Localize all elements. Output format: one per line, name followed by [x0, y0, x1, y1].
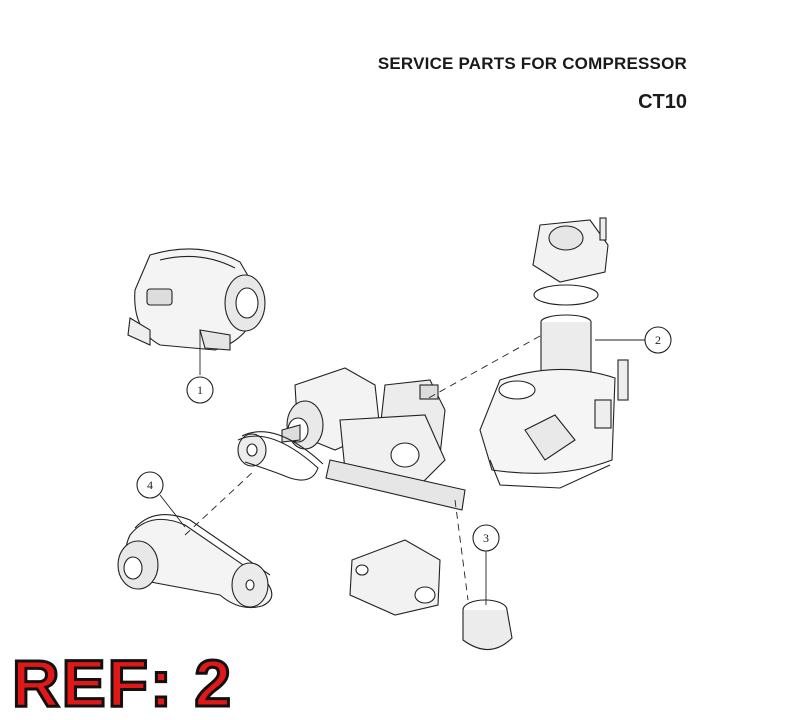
page-title: SERVICE PARTS FOR COMPRESSOR: [377, 54, 687, 73]
oil-filter-drawing: [349, 539, 513, 651]
air-filter-drawing: [127, 248, 266, 351]
callout-1: 1: [186, 376, 214, 404]
callout-4: 4: [136, 471, 164, 499]
model-name: CT10: [638, 91, 687, 113]
callout-3: 3: [472, 524, 500, 552]
svg-text:2: 2: [655, 333, 661, 347]
compressor-assembly-drawing: [281, 367, 466, 511]
svg-text:4: 4: [147, 478, 153, 492]
reference-label: REF: 2: [10, 646, 234, 720]
callout-2: 2: [644, 326, 672, 354]
svg-text:1: 1: [197, 383, 203, 397]
leader-lines: [159, 330, 645, 605]
motor-pulley-drawing: [237, 431, 324, 481]
drive-belt-drawing: [117, 514, 273, 609]
svg-text:3: 3: [483, 531, 489, 545]
connection-lines: [184, 335, 541, 601]
oil-separator-drawing: [479, 217, 629, 489]
